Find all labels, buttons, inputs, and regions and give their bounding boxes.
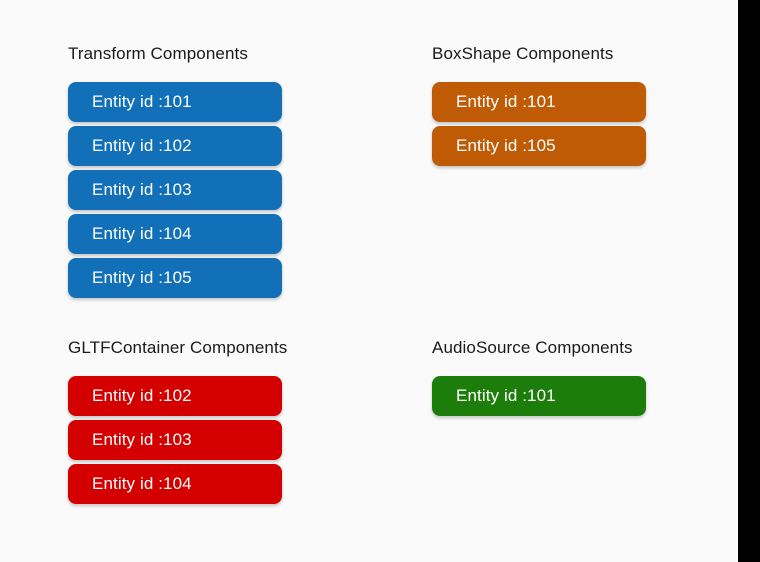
entity-list-audiosource: Entity id :101 bbox=[432, 376, 646, 416]
section-title-transform: Transform Components bbox=[68, 44, 248, 63]
right-edge-strip bbox=[738, 0, 760, 562]
entity-card[interactable]: Entity id :102 bbox=[68, 126, 282, 166]
section-audiosource: AudioSource Components Entity id :101 bbox=[432, 338, 646, 420]
entity-card[interactable]: Entity id :105 bbox=[68, 258, 282, 298]
entity-card[interactable]: Entity id :103 bbox=[68, 420, 282, 460]
section-title-gltfcontainer: GLTFContainer Components bbox=[68, 338, 288, 357]
section-title-audiosource: AudioSource Components bbox=[432, 338, 633, 357]
entity-card[interactable]: Entity id :104 bbox=[68, 214, 282, 254]
entity-list-transform: Entity id :101 Entity id :102 Entity id … bbox=[68, 82, 282, 298]
section-transform: Transform Components Entity id :101 Enti… bbox=[68, 44, 282, 302]
section-title-boxshape: BoxShape Components bbox=[432, 44, 614, 63]
section-boxshape: BoxShape Components Entity id :101 Entit… bbox=[432, 44, 646, 170]
entity-card[interactable]: Entity id :104 bbox=[68, 464, 282, 504]
entity-card[interactable]: Entity id :101 bbox=[432, 82, 646, 122]
entity-list-gltfcontainer: Entity id :102 Entity id :103 Entity id … bbox=[68, 376, 287, 504]
entity-card[interactable]: Entity id :102 bbox=[68, 376, 282, 416]
entity-list-boxshape: Entity id :101 Entity id :105 bbox=[432, 82, 646, 166]
entity-card[interactable]: Entity id :103 bbox=[68, 170, 282, 210]
entity-card[interactable]: Entity id :105 bbox=[432, 126, 646, 166]
entity-card[interactable]: Entity id :101 bbox=[68, 82, 282, 122]
entity-card[interactable]: Entity id :101 bbox=[432, 376, 646, 416]
component-board: Transform Components Entity id :101 Enti… bbox=[68, 44, 646, 508]
section-gltfcontainer: GLTFContainer Components Entity id :102 … bbox=[68, 338, 287, 508]
